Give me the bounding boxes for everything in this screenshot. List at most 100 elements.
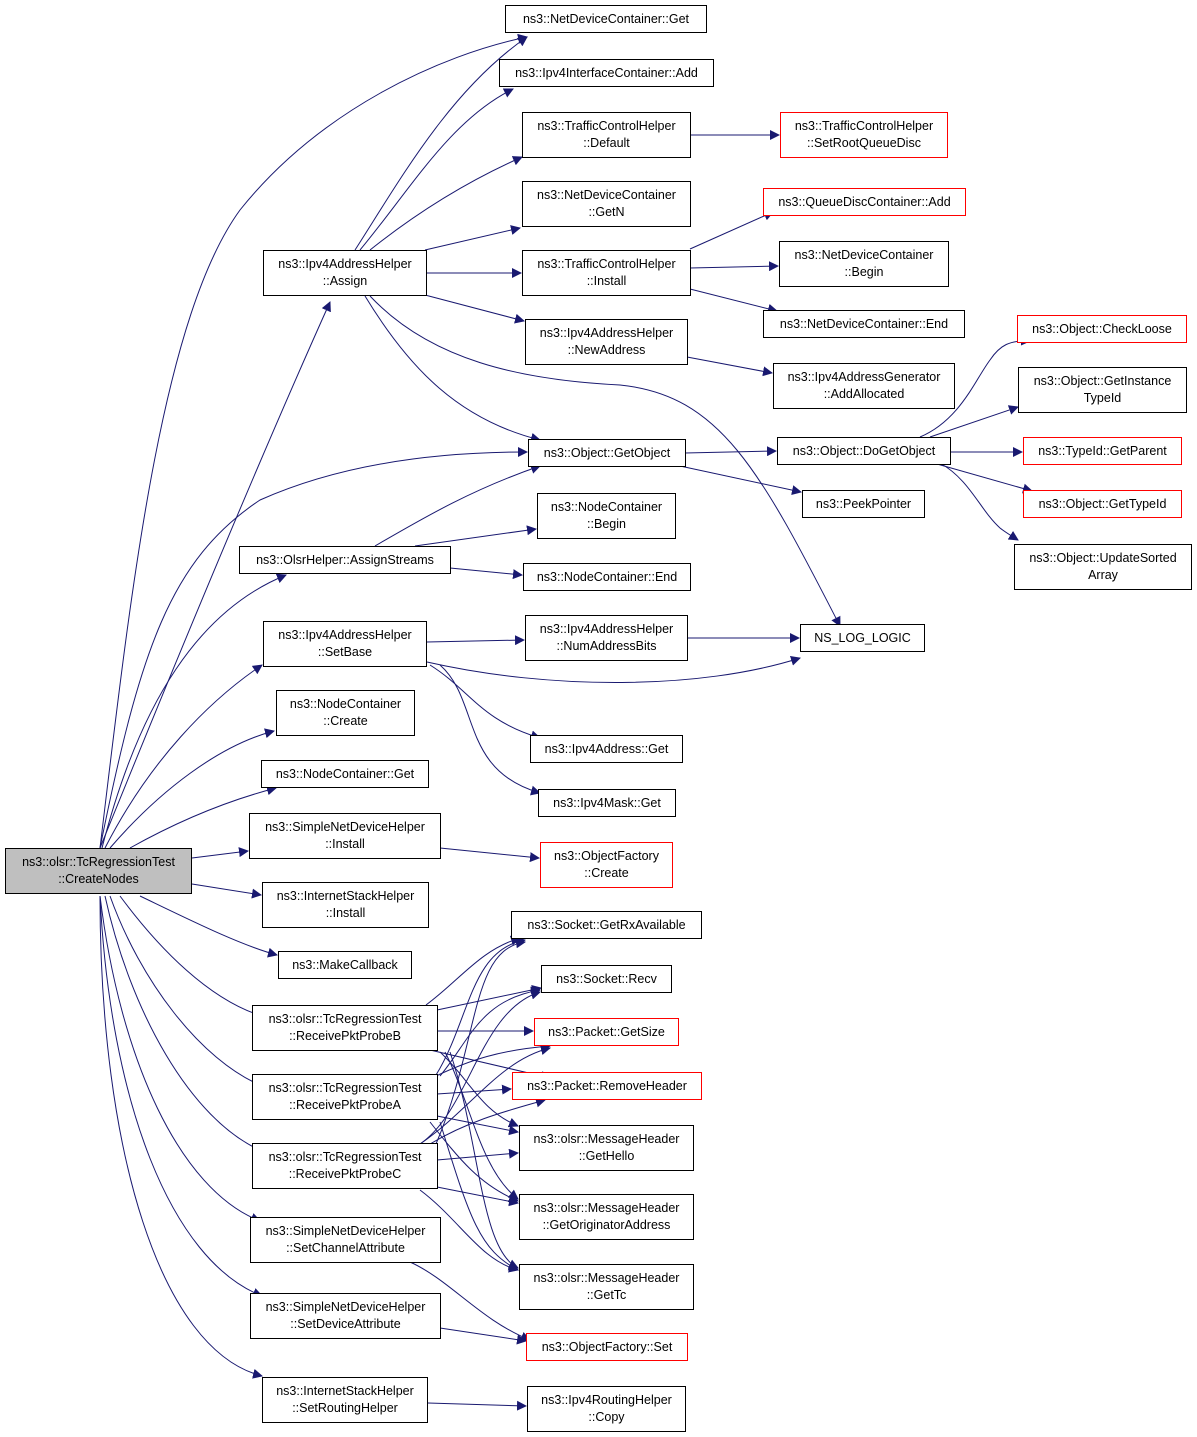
node-simplenetdevicehelper-install[interactable]: ns3::SimpleNetDeviceHelper::Install [249,813,441,859]
node-label: ns3::MakeCallback [292,957,398,972]
edge [99,895,263,1298]
edge [414,525,537,547]
node-objectfactory-set[interactable]: ns3::ObjectFactory::Set [526,1333,688,1361]
edge [427,1400,527,1411]
node-socket-recv[interactable]: ns3::Socket::Recv [541,965,672,993]
edge [369,156,523,251]
node-label-line2: ::SetDeviceAttribute [290,1317,401,1331]
node-ipv4addressgenerator-addallocated[interactable]: ns3::Ipv4AddressGenerator::AddAllocated [773,363,955,409]
node-label-line2: ::CreateNodes [58,872,139,886]
node-label: ns3::QueueDiscContainer::Add [778,194,951,209]
edge [99,895,263,1379]
node-trafficcontrolhelper-default[interactable]: ns3::TrafficControlHelper::Default [522,112,691,158]
node-set-channel-attribute[interactable]: ns3::SimpleNetDeviceHelper::SetChannelAt… [250,1217,441,1263]
node-set-device-attribute[interactable]: ns3::SimpleNetDeviceHelper::SetDeviceAtt… [250,1293,441,1339]
node-label-line1: ns3::NetDeviceContainer [794,248,934,262]
node-olsr-helper-assign-streams[interactable]: ns3::OlsrHelper::AssignStreams [239,546,451,574]
node-typeid-getparent[interactable]: ns3::TypeId::GetParent [1023,437,1182,465]
edge [409,1261,531,1342]
node-object-getobject[interactable]: ns3::Object::GetObject [528,439,686,467]
node-peekpointer[interactable]: ns3::PeekPointer [802,490,925,518]
node-label-line2: ::Create [584,866,629,880]
node-makecallback[interactable]: ns3::MakeCallback [278,951,412,979]
node-label: NS_LOG_LOGIC [814,630,911,645]
node-ipv4mask-get[interactable]: ns3::Ipv4Mask::Get [538,789,676,817]
node-queuedisccontainer-add[interactable]: ns3::QueueDiscContainer::Add [763,188,966,216]
node-nodecontainer-get[interactable]: ns3::NodeContainer::Get [261,760,429,788]
edge [439,986,541,1077]
node-label-line2: ::GetHello [578,1149,635,1163]
node-object-gettypeid[interactable]: ns3::Object::GetTypeId [1023,490,1182,518]
node-label-line2: Array [1088,568,1118,582]
node-socket-getrxavailable[interactable]: ns3::Socket::GetRxAvailable [511,911,702,939]
node-receive-pkt-probe-c[interactable]: ns3::olsr::TcRegressionTest::ReceivePktP… [252,1143,438,1189]
node-label-line1: ns3::SimpleNetDeviceHelper [265,1300,426,1314]
node-nodecontainer-begin[interactable]: ns3::NodeContainer::Begin [537,493,676,539]
edge [436,1084,512,1095]
node-label-line1: ns3::TrafficControlHelper [537,119,676,133]
node-netdevicecontainer-begin[interactable]: ns3::NetDeviceContainer::Begin [779,241,949,287]
edge [929,461,1033,494]
edge [419,1189,519,1273]
node-label: ns3::Packet::RemoveHeader [527,1078,687,1093]
node-nodecontainer-end[interactable]: ns3::NodeContainer::End [523,563,691,591]
node-label-line1: ns3::Ipv4AddressHelper [278,257,412,271]
node-trafficcontrolhelper-setrootqueuedisc[interactable]: ns3::TrafficControlHelper::SetRootQueueD… [780,112,948,158]
node-ipv4interfacecontainer-add[interactable]: ns3::Ipv4InterfaceContainer::Add [499,59,714,87]
node-netdevicecontainer-get[interactable]: ns3::NetDeviceContainer::Get [505,5,707,33]
node-netdevicecontainer-end[interactable]: ns3::NetDeviceContainer::End [763,310,965,338]
node-label: ns3::Object::CheckLoose [1032,321,1172,336]
node-label-line2: ::Create [323,714,368,728]
node-label-line2: ::SetBase [317,645,373,659]
edge [191,883,262,899]
node-label-line2: ::GetTc [586,1288,627,1302]
node-ipv4routinghelper-copy[interactable]: ns3::Ipv4RoutingHelper::Copy [527,1386,686,1432]
node-label-line1: ns3::NodeContainer [289,697,402,711]
node-set-routing-helper[interactable]: ns3::InternetStackHelper::SetRoutingHelp… [262,1377,428,1423]
node-label-line2: ::Assign [322,274,368,288]
node-ns-log-logic[interactable]: NS_LOG_LOGIC [800,624,925,652]
node-netdevicecontainer-getn[interactable]: ns3::NetDeviceContainer::GetN [522,181,691,227]
node-object-checkloose[interactable]: ns3::Object::CheckLoose [1017,315,1187,343]
node-object-dogetobject[interactable]: ns3::Object::DoGetObject [777,437,951,465]
edge [426,635,525,646]
edge [119,895,263,1019]
node-internetstackhelper-install[interactable]: ns3::InternetStackHelper::Install [262,882,429,928]
node-label-line1: ns3::Ipv4RoutingHelper [541,1393,672,1407]
edge [424,294,525,324]
node-label: ns3::TypeId::GetParent [1038,443,1167,458]
node-ipv4address-get[interactable]: ns3::Ipv4Address::Get [530,735,683,763]
node-packet-getsize[interactable]: ns3::Packet::GetSize [534,1018,679,1046]
node-ipv4addresshelper-numaddressbits[interactable]: ns3::Ipv4AddressHelper::NumAddressBits [525,615,688,661]
node-label-line2: ::GetOriginatorAddress [542,1218,671,1232]
node-root-create-nodes[interactable]: ns3::olsr::TcRegressionTest::CreateNodes [5,848,192,894]
node-objectfactory-create[interactable]: ns3::ObjectFactory::Create [540,842,673,888]
edge [435,1041,551,1077]
node-label-line1: ns3::olsr::MessageHeader [533,1132,680,1146]
node-ipv4addresshelper-newaddress[interactable]: ns3::Ipv4AddressHelper::NewAddress [525,319,688,365]
node-ipv4-address-helper-setbase[interactable]: ns3::Ipv4AddressHelper::SetBase [263,621,427,667]
node-nodecontainer-create[interactable]: ns3::NodeContainer::Create [276,690,415,736]
node-messageheader-getoriginatoraddress[interactable]: ns3::olsr::MessageHeader::GetOriginatorA… [519,1194,694,1240]
node-receive-pkt-probe-a[interactable]: ns3::olsr::TcRegressionTest::ReceivePktP… [252,1074,438,1120]
edge [439,847,540,863]
node-label: ns3::PeekPointer [815,496,912,511]
node-trafficcontrolhelper-install[interactable]: ns3::TrafficControlHelper::Install [522,250,691,296]
node-receive-pkt-probe-b[interactable]: ns3::olsr::TcRegressionTest::ReceivePktP… [252,1005,438,1051]
node-messageheader-gettc[interactable]: ns3::olsr::MessageHeader::GetTc [519,1264,694,1310]
node-label: ns3::Object::DoGetObject [792,443,936,458]
node-label-line2: ::Begin [587,517,626,531]
edge [429,664,541,741]
node-messageheader-gethello[interactable]: ns3::olsr::MessageHeader::GetHello [519,1125,694,1171]
node-label-line1: ns3::olsr::TcRegressionTest [22,855,175,869]
node-label-line2: TypeId [1083,391,1122,405]
node-label-line1: ns3::Ipv4AddressGenerator [787,370,941,384]
node-label-line1: ns3::ObjectFactory [554,849,659,863]
edge [99,895,261,1223]
node-packet-removeheader[interactable]: ns3::Packet::RemoveHeader [512,1072,702,1100]
node-label-line1: ns3::Ipv4AddressHelper [278,628,412,642]
node-label: ns3::Object::GetTypeId [1038,496,1167,511]
node-ipv4-address-helper-assign[interactable]: ns3::Ipv4AddressHelper::Assign [263,250,427,296]
